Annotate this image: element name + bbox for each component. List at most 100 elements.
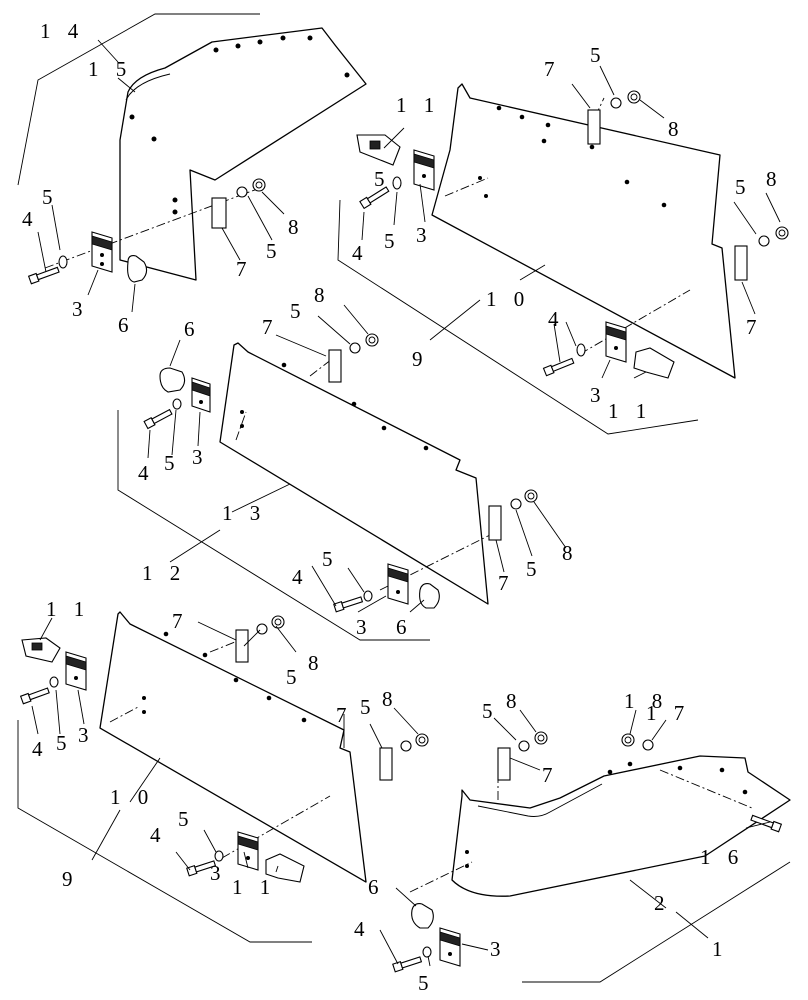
bolt xyxy=(186,860,217,877)
callout-label: 2 xyxy=(654,891,671,915)
callout-label: 1 1 xyxy=(232,875,276,899)
callout-label: 4 xyxy=(352,241,369,265)
washer xyxy=(172,398,182,410)
callout-label: 8 xyxy=(382,687,399,711)
washer xyxy=(392,176,402,190)
assembly-group-bottom-left xyxy=(17,611,429,943)
nut xyxy=(415,733,429,747)
washer xyxy=(236,186,248,198)
washer xyxy=(349,342,361,354)
hinge-plate xyxy=(387,563,409,605)
hinge-plate xyxy=(605,321,627,363)
callout-label: 8 xyxy=(766,167,783,191)
callout-label: 1 4 xyxy=(40,19,84,43)
callout-label: 5 xyxy=(322,547,339,571)
callout-label: 4 xyxy=(292,565,309,589)
washer xyxy=(642,739,654,751)
washer xyxy=(214,850,224,862)
callout-label: 8 xyxy=(288,215,305,239)
strap xyxy=(211,197,227,229)
strap xyxy=(328,349,342,383)
assembly-group-top-right xyxy=(337,65,789,435)
callout-label: 4 xyxy=(138,461,155,485)
bolt xyxy=(27,266,60,285)
hinge-plate xyxy=(91,231,113,273)
callout-label: 5 xyxy=(418,971,435,995)
callout-label: 3 xyxy=(192,445,209,469)
flat-panel xyxy=(219,342,489,605)
callout-label: 1 8 xyxy=(624,689,668,713)
callout-label: 6 xyxy=(396,615,413,639)
nut xyxy=(271,615,285,629)
d-ring xyxy=(419,583,440,609)
strap xyxy=(497,747,511,781)
callout-label: 3 xyxy=(590,383,607,407)
callout-label: 4 xyxy=(22,207,39,231)
washer xyxy=(610,97,622,109)
nut xyxy=(252,178,266,192)
callout-label: 1 3 xyxy=(222,501,266,525)
callout-label: 5 xyxy=(735,175,752,199)
callout-label: 8 xyxy=(314,283,331,307)
washer xyxy=(400,740,412,752)
callout-label: 5 xyxy=(56,731,73,755)
callout-label: 7 xyxy=(498,571,515,595)
callout-label: 3 xyxy=(210,861,227,885)
hinge-plate xyxy=(439,927,461,967)
washer xyxy=(510,498,522,510)
washer xyxy=(576,343,586,357)
callout-label: 3 xyxy=(416,223,433,247)
callout-label: 1 0 xyxy=(110,785,154,809)
callout-label: 6 xyxy=(368,875,385,899)
callout-label: 9 xyxy=(62,867,79,891)
callout-label: 5 xyxy=(590,43,607,67)
callout-label: 3 xyxy=(490,937,507,961)
washer xyxy=(58,255,68,269)
side-panel-curved xyxy=(451,755,791,897)
clip xyxy=(633,347,675,379)
bolt xyxy=(750,814,783,833)
assembly-axis xyxy=(44,184,269,269)
bolt xyxy=(143,408,173,430)
callout-label: 7 xyxy=(336,703,353,727)
callout-label: 6 xyxy=(118,313,135,337)
nut xyxy=(627,90,641,104)
callout-label: 4 xyxy=(354,917,371,941)
assembly-group-middle xyxy=(117,304,567,641)
callout-label: 1 0 xyxy=(486,287,530,311)
callout-label: 1 xyxy=(712,937,729,961)
callout-label: 5 xyxy=(266,239,283,263)
callout-label: 4 xyxy=(548,307,565,331)
callout-label: 8 xyxy=(506,689,523,713)
callout-label: 4 xyxy=(32,737,49,761)
strap xyxy=(587,109,601,145)
callout-label: 5 xyxy=(286,665,303,689)
callout-label: 8 xyxy=(562,541,579,565)
callout-label: 5 xyxy=(42,185,59,209)
hinge-plate xyxy=(237,831,259,871)
washer xyxy=(256,623,268,635)
side-panel-curved xyxy=(119,27,367,281)
callout-label: 3 xyxy=(72,297,89,321)
clip xyxy=(265,853,305,883)
callout-label: 5 xyxy=(164,451,181,475)
callout-label: 5 xyxy=(178,807,195,831)
bolt xyxy=(392,956,423,973)
washer xyxy=(422,946,432,958)
nut xyxy=(621,733,635,747)
nut xyxy=(775,226,789,240)
flat-panel xyxy=(431,83,736,379)
callout-labels: 1 4 1 5 5 4 3 6 7 5 8 7 5 1 1 8 5 4 3 5 … xyxy=(22,19,783,995)
flat-panel xyxy=(99,611,367,883)
strap xyxy=(488,505,502,541)
callout-label: 1 5 xyxy=(88,57,132,81)
nut xyxy=(524,489,538,503)
bolt xyxy=(333,596,364,613)
clip xyxy=(21,637,61,663)
callout-label: 7 xyxy=(544,57,561,81)
callout-label: 5 xyxy=(290,299,307,323)
nut xyxy=(534,731,548,745)
d-ring xyxy=(127,255,148,283)
callout-label: 7 xyxy=(172,609,189,633)
